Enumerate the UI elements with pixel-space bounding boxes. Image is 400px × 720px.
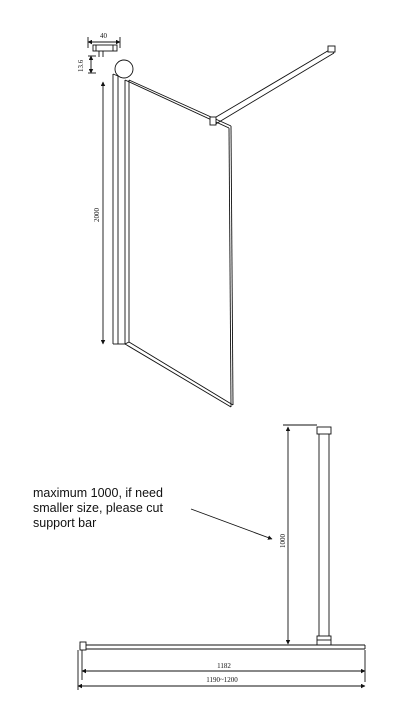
note-line-1: maximum 1000, if need [33, 486, 163, 500]
glass-panel [124, 79, 234, 408]
dim-profile-depth: 13.6 [77, 59, 85, 72]
dim-profile-width: 40 [100, 32, 108, 40]
bottom-elevation-view: 1000 1182 1190~1200 [77, 424, 366, 690]
detail-circle [114, 59, 134, 79]
note-pointer-arrow [190, 508, 273, 540]
wall-profile [112, 73, 130, 345]
note-line-3: support bar [33, 516, 97, 530]
dim-glass-width: 1182 [217, 662, 231, 670]
profile-width-dimension: 40 [87, 32, 121, 48]
bottom-glass-rail [79, 641, 366, 651]
dim-overall-width: 1190~1200 [206, 676, 238, 684]
support-bar-note: maximum 1000, if need smaller size, plea… [33, 486, 203, 531]
profile-depth-dimension: 13.6 [77, 55, 96, 74]
top-panel-view: 40 13.6 [77, 32, 336, 408]
dim-height: 2000 [93, 208, 101, 223]
dim-vertical: 1000 [279, 534, 287, 549]
vertical-dimension: 1000 [279, 424, 317, 646]
support-bar [209, 45, 336, 126]
overall-width-dimension: 1190~1200 [77, 650, 366, 690]
support-post [316, 426, 332, 646]
note-line-2: smaller size, please cut [33, 501, 163, 515]
profile-section-detail [92, 44, 118, 57]
height-dimension: 2000 [93, 81, 106, 345]
glass-width-dimension: 1182 [81, 650, 366, 682]
